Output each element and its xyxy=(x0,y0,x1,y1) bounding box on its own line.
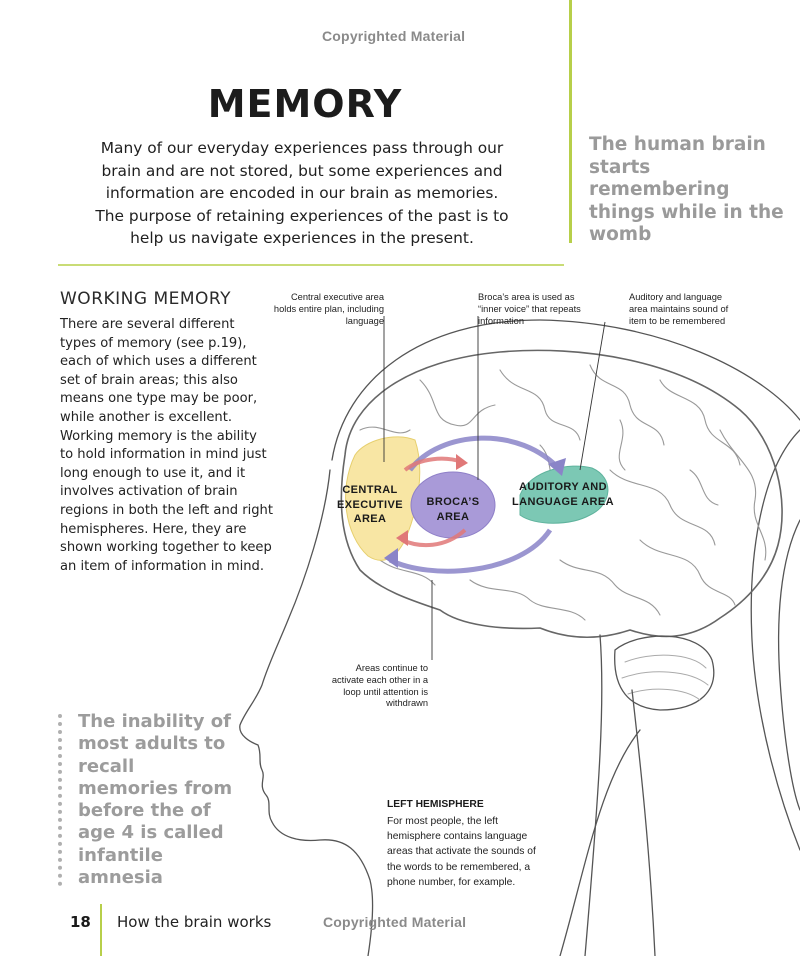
page-number: 18 xyxy=(70,913,91,931)
label-central-executive-area: CENTRAL EXECUTIVE AREA xyxy=(337,484,403,525)
skull-outline xyxy=(331,319,800,461)
callout-broca: Broca’s area is used as “inner voice” th… xyxy=(478,292,581,326)
callout-loop: Areas continue to activate each other in… xyxy=(331,663,428,709)
left-hemisphere-body: For most people, the left hemisphere con… xyxy=(387,816,536,888)
intro-paragraph: Many of our everyday experiences pass th… xyxy=(95,139,509,248)
accent-divider-horizontal xyxy=(58,264,564,266)
callout-auditory: Auditory and language area maintains sou… xyxy=(629,292,729,326)
brain-outline xyxy=(340,349,783,639)
page-title: MEMORY xyxy=(207,82,403,126)
accent-divider-vertical xyxy=(569,0,572,243)
second-head-outline xyxy=(750,429,800,851)
head-outline xyxy=(239,469,374,956)
section-heading: WORKING MEMORY xyxy=(60,289,232,309)
copyright-notice-top: Copyrighted Material xyxy=(322,28,466,44)
loop-arrowhead-right xyxy=(548,458,566,476)
leader-auditory xyxy=(579,321,606,471)
cerebellum xyxy=(614,635,715,711)
section-body: There are several different types of mem… xyxy=(60,317,273,574)
link-arrowhead-top xyxy=(456,454,468,470)
side-quote: The human brain starts remembering thing… xyxy=(589,134,784,246)
quote-dotted-rule xyxy=(58,714,62,886)
loop-arrow-bottom xyxy=(388,528,553,574)
brainstem xyxy=(584,634,603,956)
label-auditory-area: AUDITORY AND LANGUAGE AREA xyxy=(512,481,614,508)
neck-back xyxy=(559,729,641,956)
label-broca-area: BROCA’S AREA xyxy=(426,496,480,523)
copyright-notice-bottom: Copyrighted Material xyxy=(323,914,467,930)
callout-central-executive: Central executive area holds entire plan… xyxy=(273,292,384,326)
auditory-area-shape xyxy=(519,465,609,524)
link-arrowhead-bottom xyxy=(396,530,408,546)
left-hemisphere-title: LEFT HEMISPHERE xyxy=(387,799,484,810)
infantile-amnesia-quote: The inability of most adults to recall m… xyxy=(78,711,233,889)
loop-arrow-top xyxy=(408,435,562,472)
running-head: How the brain works xyxy=(117,913,272,931)
loop-arrowhead-left xyxy=(384,548,398,568)
footer-divider xyxy=(100,904,102,956)
